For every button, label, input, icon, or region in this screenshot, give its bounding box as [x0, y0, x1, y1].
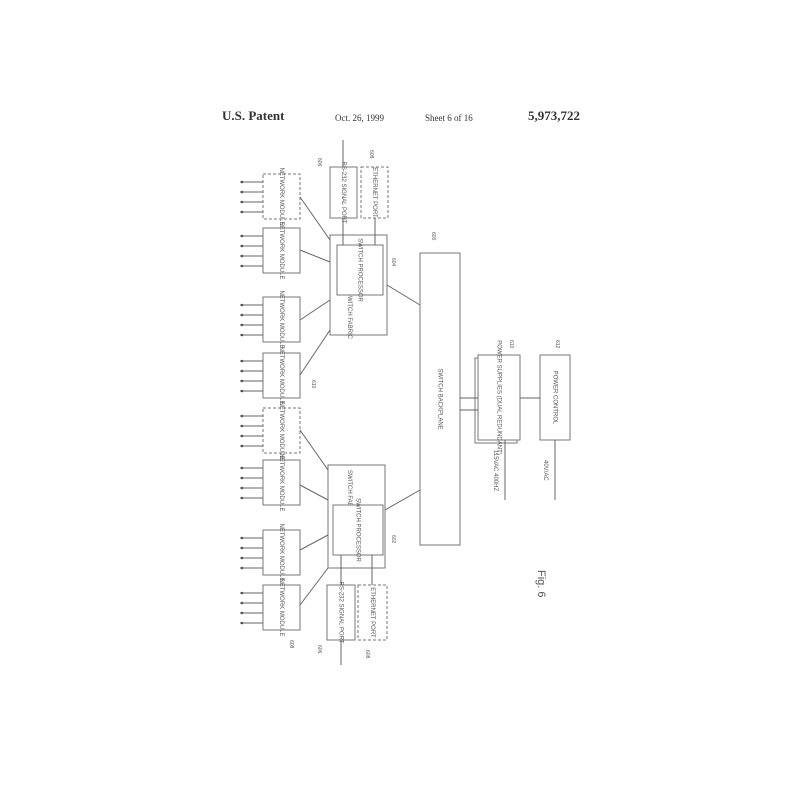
network-module: [262, 227, 301, 274]
rs232-port-top-label: RS-232 SIGNAL PORT: [340, 161, 346, 223]
ref-bottom-rs: 606: [316, 645, 322, 654]
vac-input-label: 115VAC 400HZ: [492, 450, 498, 491]
arrow-head: [240, 424, 244, 428]
connector-line: [299, 484, 329, 501]
ethernet-port-top: [360, 166, 389, 219]
ref-top-nm: 610: [310, 380, 316, 389]
network-module-label: NETWORK MODULE: [278, 346, 284, 404]
connector-line: [386, 284, 421, 306]
switch-backplane-label: SWITCH BACKPLANE: [436, 368, 442, 429]
ref-612: 612: [554, 340, 560, 349]
network-module: [262, 407, 301, 454]
ethernet-port-top-label: ETHERNET PORT: [371, 167, 377, 218]
arrow-head: [240, 556, 244, 560]
switch-backplane: [419, 252, 461, 546]
arrow-head: [240, 536, 244, 540]
network-module: [262, 529, 301, 576]
network-module-label: NETWORK MODULE: [278, 221, 284, 279]
switch-fabric-top-label: SWITCH FABRIC: [346, 292, 352, 340]
arrow-head: [240, 234, 244, 238]
ref-608: 608: [368, 150, 374, 159]
arrow-head: [240, 303, 244, 307]
ref-602: 602: [390, 535, 396, 544]
connector-line: [299, 196, 331, 241]
network-module-label: NETWORK MODULE: [278, 167, 284, 225]
network-module-label: NETWORK MODULE: [278, 578, 284, 636]
patent-number: 5,973,722: [528, 108, 580, 123]
switch-processor-top-label: SWITCH PROCESSOR: [356, 238, 362, 302]
arrow-head: [240, 621, 244, 625]
power-control: [539, 354, 571, 441]
arrow-head: [240, 566, 244, 570]
arrow-head: [240, 591, 244, 595]
rs232-port-bottom-label: RS-232 SIGNAL PORT: [337, 581, 343, 643]
connector-line: [299, 329, 331, 376]
power-supplies: [477, 354, 521, 441]
network-module: [262, 459, 301, 506]
arrow-head: [240, 379, 244, 383]
network-module-label: NETWORK MODULE: [278, 401, 284, 459]
arrow-head: [240, 601, 244, 605]
arrow-head: [240, 546, 244, 550]
power-control-label: POWER CONTROL: [551, 371, 557, 425]
ethernet-port-bottom-label: ETHERNET PORT: [369, 587, 375, 638]
v-ac-label: 40V/AC: [542, 460, 548, 481]
network-module: [262, 296, 301, 343]
arrow-head: [240, 200, 244, 204]
arrow-head: [240, 414, 244, 418]
arrow-head: [240, 190, 244, 194]
power-supplies-label: POWER SUPPLIES (DUAL REDUNDANT): [495, 340, 501, 454]
connector-line: [299, 534, 329, 551]
network-module: [262, 352, 301, 399]
network-module: [262, 584, 301, 631]
arrow-head: [240, 254, 244, 258]
arrow-head: [240, 323, 244, 327]
network-module-label: NETWORK MODULE: [278, 453, 284, 511]
network-module-label: NETWORK MODULE: [278, 290, 284, 348]
network-module: [262, 173, 301, 220]
arrow-head: [240, 333, 244, 337]
network-module-label: NETWORK MODULE: [278, 523, 284, 581]
ref-bottom-nm: 608: [288, 640, 294, 649]
arrow-head: [240, 180, 244, 184]
switch-fabric-bottom-label: SWITCH FABRIC: [346, 470, 352, 518]
arrow-head: [240, 486, 244, 490]
ref-bottom-eth: 608: [364, 650, 370, 659]
sheet-number: Sheet 6 of 16: [425, 113, 473, 123]
arrow-head: [240, 611, 244, 615]
arrow-head: [240, 369, 244, 373]
switch-processor-bottom-label: SWITCH PROCESSOR: [354, 498, 360, 562]
patent-label: U.S. Patent: [222, 108, 285, 123]
arrow-head: [240, 476, 244, 480]
ref-backplane: 600: [430, 232, 436, 241]
ethernet-port-bottom: [357, 584, 388, 641]
connector-line: [299, 567, 329, 606]
ref-604: 604: [390, 258, 396, 267]
arrow-head: [240, 210, 244, 214]
connector-line: [299, 249, 331, 263]
arrow-head: [240, 466, 244, 470]
arrow-head: [240, 313, 244, 317]
ref-610: 610: [508, 340, 514, 349]
arrow-head: [240, 264, 244, 268]
rs232-port-top: [329, 166, 358, 219]
arrow-head: [240, 434, 244, 438]
patent-date: Oct. 26, 1999: [335, 113, 384, 123]
switch-processor-bottom: [332, 504, 384, 556]
arrow-head: [240, 496, 244, 500]
ref-606: 606: [316, 158, 322, 167]
figure-label: Fig. 6: [535, 570, 547, 598]
arrow-head: [240, 359, 244, 363]
arrow-head: [240, 389, 244, 393]
arrow-head: [240, 244, 244, 248]
connector-line: [384, 489, 421, 511]
switch-processor-top: [336, 244, 384, 296]
arrow-head: [240, 444, 244, 448]
connector-line: [299, 299, 331, 321]
connector-line: [299, 429, 329, 471]
